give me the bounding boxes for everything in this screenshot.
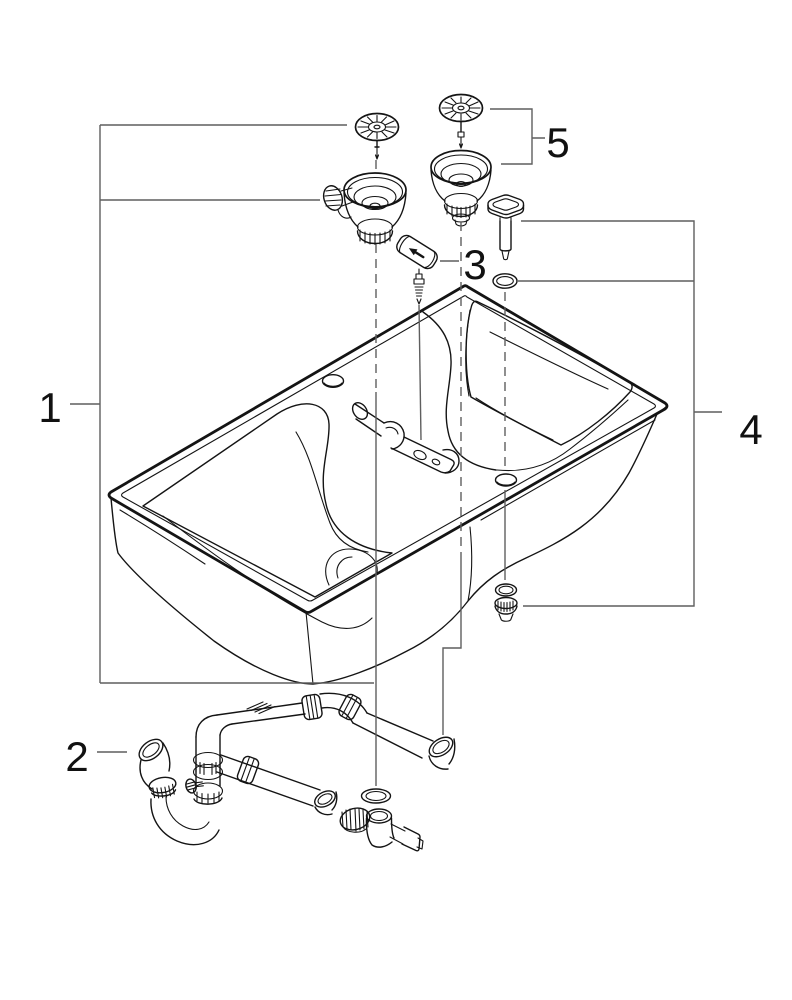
callout-label-3: 3 [463,241,486,288]
knob-hole [494,473,518,487]
basket-strainer-left [322,172,407,246]
callout-5-bracket [490,108,545,165]
faucet-hole [321,374,345,389]
callout-label-4: 4 [739,406,762,453]
basket-strainer-right [430,149,492,227]
o-ring-knob [492,273,518,289]
callout-1-bracket [70,124,374,684]
locknut-under-sink [494,596,518,622]
valve-wheel [185,778,204,794]
trap-pipe-assembly [138,692,456,846]
parts-artwork [107,93,669,852]
callout-label-5: 5 [546,119,569,166]
callout-label-2: 2 [65,733,88,780]
overflow-clip [396,234,438,270]
overflow-screw [413,268,425,305]
callout-labels: 1 2 3 4 5 [38,119,762,780]
callout-leader-lines [70,108,722,786]
strainer-pin-right [457,121,465,149]
axis-line-small-bowl [442,222,462,735]
basket-side-knob [322,185,354,219]
callout-4-bracket [518,220,722,607]
strainer-plug-right [438,93,484,149]
strainer-pin-left [374,140,380,160]
drain-gasket [360,788,392,804]
strainer-plug-left [354,112,400,160]
axis-line-screw [418,304,422,441]
remote-knob [487,194,525,261]
overflow-clamp-bridge [351,402,460,474]
drain-outlet-fitting [339,807,424,852]
sink-body [107,284,669,685]
callout-label-1: 1 [38,384,61,431]
o-ring-under-sink [494,583,518,597]
clip-arrow-icon [408,248,418,256]
